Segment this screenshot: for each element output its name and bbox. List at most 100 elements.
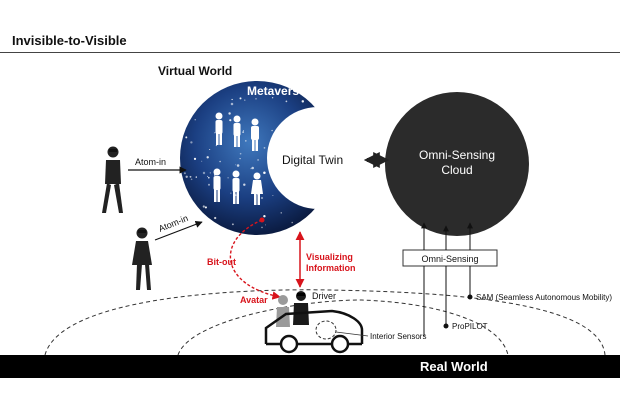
atom-in-label-1: Atom-in [135,157,166,167]
real-world-label: Real World [420,359,488,374]
driver-label: Driver [312,291,336,301]
star [190,178,193,181]
person-walking-2 [132,227,152,290]
star [195,176,197,178]
star [209,148,211,151]
star [257,158,260,161]
star [208,176,210,179]
propilot-dot [443,323,449,329]
driver-figure [293,291,309,325]
star [208,183,210,186]
real-world-orbit-inner [177,299,509,356]
avatar-label: Avatar [240,295,268,305]
star [242,130,245,132]
star [272,195,274,197]
star [215,145,217,147]
atom-in-label-2: Atom-in [157,213,190,234]
star [250,168,252,170]
avatar-silhouettes [213,112,263,205]
omni-sensing-box-label: Omni-Sensing [421,254,478,264]
star [201,160,203,162]
star [243,183,246,186]
bit-out-arrow [229,219,281,300]
star [228,112,231,115]
star [244,99,246,101]
star [260,196,264,200]
star [194,119,196,121]
avatar-figure [276,295,290,327]
star [207,175,209,177]
star [239,152,242,155]
star [271,97,274,99]
real-world-ground-bar [0,355,620,378]
cloud-label-line1: Omni-Sensing [419,148,495,162]
propilot-label: ProPILOT [452,322,488,331]
star [264,224,267,226]
star [229,119,232,122]
silhouette-3 [251,118,259,151]
star [183,172,186,175]
omni-sensing-box [402,249,498,267]
star [285,100,288,103]
star [263,215,266,218]
star [301,100,305,103]
header-divider [0,52,620,53]
digital-twin-circle [267,107,369,209]
visualizing-label-line2: Information [306,263,356,273]
star [255,97,257,100]
star [230,192,232,194]
digital-twin-label: Digital Twin [282,153,343,167]
star [219,160,221,163]
star [206,156,209,159]
star [227,176,229,179]
star [204,206,207,209]
car-wheel-rear [330,334,350,354]
sam-label: SAM (Seamless Autonomous Mobility) [476,293,612,302]
star [271,129,273,132]
sam-dot [467,294,473,300]
star [242,131,245,134]
star [189,175,192,178]
atom-in-arrow-2 [154,220,203,241]
interior-sensors-label: Interior Sensors [370,332,426,341]
star [209,172,211,174]
silhouette-4 [213,168,221,202]
star [239,157,241,160]
page-title: Invisible-to-Visible [12,33,127,48]
star [214,132,216,134]
star [261,226,263,229]
star [185,136,188,139]
star [214,216,217,220]
cloud-label-line2: Cloud [441,163,472,177]
virtual-world-label: Virtual World [158,64,232,78]
star [244,140,247,142]
star [190,141,193,144]
silhouette-5 [232,170,240,204]
star [231,223,234,226]
silhouette-2 [233,115,241,147]
star [251,166,254,170]
car-wheel-front [279,334,299,354]
real-world-orbit-left [44,289,606,356]
metaverse-label: Metaverse [247,84,306,98]
bit-out-label: Bit-out [207,257,236,267]
star [291,221,294,224]
star [230,102,234,106]
star [185,175,188,178]
visualizing-label-line1: Visualizing [306,252,353,262]
star [263,147,266,149]
star [280,212,282,214]
star [231,98,233,101]
star [235,164,237,166]
interior-sensors-leader [335,331,369,337]
star [236,164,240,167]
silhouette-6 [251,172,263,205]
star [193,157,197,161]
star [263,171,266,175]
silhouette-1 [215,112,223,145]
person-walking-1 [102,146,123,213]
interior-sensor-ring [315,320,337,340]
omni-sensing-cloud [385,92,529,236]
star [239,97,242,100]
